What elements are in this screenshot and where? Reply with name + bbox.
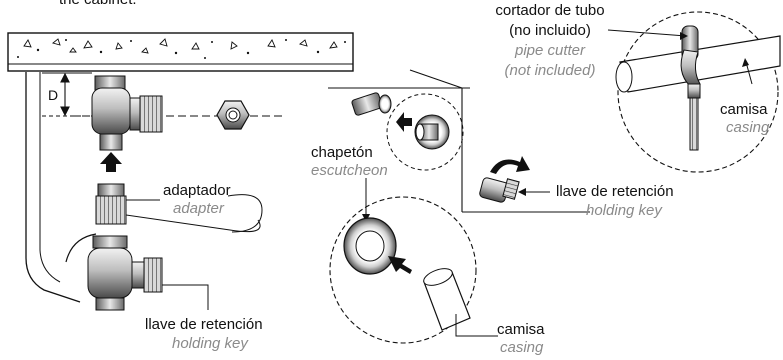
pipe-cutter-label-en-2: (not included) xyxy=(504,62,596,79)
cutter-leader-arrow xyxy=(680,32,688,40)
holding-key-right xyxy=(479,177,520,203)
pipe-cutter-label-en-1: pipe cutter xyxy=(514,42,586,59)
pipe-cutter-label-es-1: cortador de tubo xyxy=(495,2,605,19)
top-caption: the cabinet. xyxy=(59,0,137,8)
adapter-part xyxy=(95,183,127,225)
escutcheon-large xyxy=(343,217,397,275)
pipe-cutter-detail-circle xyxy=(617,11,779,173)
escutcheon-label-es: chapetón xyxy=(311,144,373,161)
wall-panel xyxy=(328,69,590,213)
casing-sleeve xyxy=(423,268,471,331)
floor-curve-inner xyxy=(39,72,61,283)
escutcheon-small xyxy=(351,92,392,116)
dimension-label: D xyxy=(48,87,59,103)
dimension-marker xyxy=(42,72,92,117)
casing-top-label-es: camisa xyxy=(720,101,768,118)
adapter-leader-curve xyxy=(125,214,261,233)
cutter-leader xyxy=(607,29,687,37)
casing-top-label-en: casing xyxy=(726,119,770,136)
bottom-key-leader xyxy=(162,284,209,310)
holding-key-bottom-label-es: llave de retención xyxy=(145,316,263,333)
holding-key-bottom-label-en: holding key xyxy=(172,335,248,352)
adapter-label-en: adapter xyxy=(173,200,224,217)
insert-arrow xyxy=(388,256,412,274)
concrete-slab xyxy=(7,32,354,72)
up-arrow xyxy=(100,152,122,172)
stop-valve-bottom xyxy=(65,233,163,311)
compression-nut xyxy=(216,100,250,130)
escutcheon-label-en: escutcheon xyxy=(311,162,388,179)
floor-curve-line xyxy=(25,72,81,303)
rotation-curve-left xyxy=(227,194,263,233)
stop-valve-top xyxy=(91,75,163,151)
pipe-cutter-label-es-2: (no incluido) xyxy=(509,22,591,39)
casing-bottom-leader xyxy=(455,314,498,337)
holding-key-right-label-en: holding key xyxy=(586,202,662,219)
pipe-tube xyxy=(615,35,781,93)
detail-circle-small xyxy=(386,93,464,171)
left-arrow-small xyxy=(396,112,412,132)
holding-key-right-label-es: llave de retención xyxy=(556,183,674,200)
casing-top-leader-arrow xyxy=(742,58,749,67)
casing-bottom-label-es: camisa xyxy=(497,321,545,338)
holding-key-right-arrow xyxy=(518,188,526,196)
pipe-cutter-tool xyxy=(680,25,701,151)
detail-circle-large xyxy=(329,196,477,344)
casing-bottom-label-en: casing xyxy=(500,339,544,356)
adapter-label-es: adaptador xyxy=(163,182,231,199)
rotation-arrow xyxy=(490,156,530,174)
casing-top-leader xyxy=(745,61,753,85)
pipe-stub xyxy=(414,114,450,150)
